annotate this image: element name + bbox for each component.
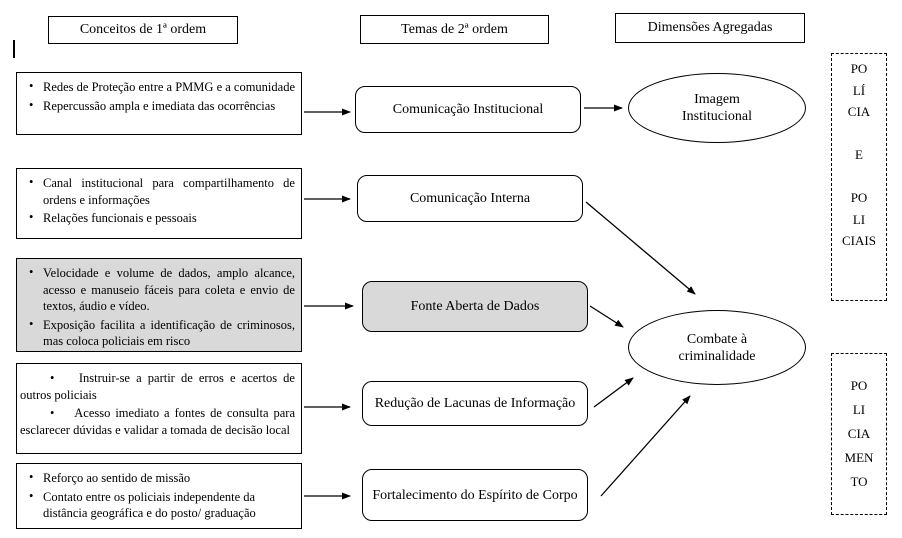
stray-cursor-mark [13, 40, 15, 58]
concept-bullet: Contato entre os policiais independente … [17, 488, 295, 522]
theme-box-comunicacao-interna: Comunicação Interna [357, 175, 583, 222]
concept-box-2: Canal institucional para compartilhament… [16, 168, 302, 239]
dimension-label: Imagem Institucional [682, 92, 752, 124]
theme-box-fortalecimento-espirito-de-corpo: Fortalecimento do Espírito de Corpo [362, 469, 588, 521]
side-label-policia-e-policiais: PO LÍ CIA E PO LI CIAIS [831, 53, 887, 301]
column-header-label: Conceitos de 1ª ordem [79, 22, 207, 37]
theme-label: Redução de Lacunas de Informação [374, 396, 576, 411]
concept-box-4: Instruir-se a partir de erros e acertos … [16, 363, 302, 454]
theme-box-fonte-aberta-de-dados: Fonte Aberta de Dados [362, 281, 588, 332]
theme-box-comunicacao-institucional: Comunicação Institucional [355, 86, 581, 133]
concept-bullet: Reforço ao sentido de missão [17, 469, 295, 487]
concept-box-5: Reforço ao sentido de missão Contato ent… [16, 463, 302, 529]
concept-bullet: Canal institucional para compartilhament… [17, 174, 295, 208]
column-header-first-order-concepts: Conceitos de 1ª ordem [48, 16, 238, 44]
concept-bullet: Acesso imediato a fontes de consulta par… [20, 405, 295, 438]
column-header-second-order-themes: Temas de 2ª ordem [360, 15, 549, 44]
theme-label: Comunicação Interna [409, 191, 531, 206]
concept-bullet: Relações funcionais e pessoais [17, 209, 295, 227]
concept-box-1: Redes de Proteção entre a PMMG e a comun… [16, 72, 302, 135]
dimension-label: Combate à criminalidade [678, 331, 756, 364]
arrow-theme2-to-combate-criminalidade [585, 201, 696, 295]
arrow-theme5-to-combate-criminalidade [600, 395, 691, 497]
dimension-ellipse-combate-a-criminalidade: Combate à criminalidade [628, 310, 806, 385]
column-header-label: Temas de 2ª ordem [401, 21, 508, 37]
theme-label: Comunicação Institucional [392, 102, 544, 117]
concept-bullet: Velocidade e volume de dados, amplo alca… [17, 264, 295, 315]
theme-box-reducao-de-lacunas: Redução de Lacunas de Informação [362, 381, 588, 426]
concept-bullet: Instruir-se a partir de erros e acertos … [20, 370, 295, 403]
theme-label: Fortalecimento do Espírito de Corpo [372, 487, 578, 503]
arrow-theme3-to-combate-criminalidade [589, 305, 624, 328]
concept-bullet: Exposição facilita a identificação de cr… [17, 316, 295, 350]
concept-box-3-highlighted: Velocidade e volume de dados, amplo alca… [16, 258, 302, 352]
column-header-label: Dimensões Agregadas [647, 20, 773, 35]
arrow-theme4-to-combate-criminalidade [593, 377, 634, 408]
column-header-aggregated-dimensions: Dimensões Agregadas [615, 13, 805, 43]
theme-label: Fonte Aberta de Dados [410, 299, 540, 314]
concept-bullet: Redes de Proteção entre a PMMG e a comun… [17, 78, 295, 96]
side-label-policiamento: PO LI CIA MEN TO [831, 353, 887, 515]
dimension-ellipse-imagem-institucional: Imagem Institucional [628, 73, 806, 143]
concept-bullet: Repercussão ampla e imediata das ocorrên… [17, 97, 295, 115]
